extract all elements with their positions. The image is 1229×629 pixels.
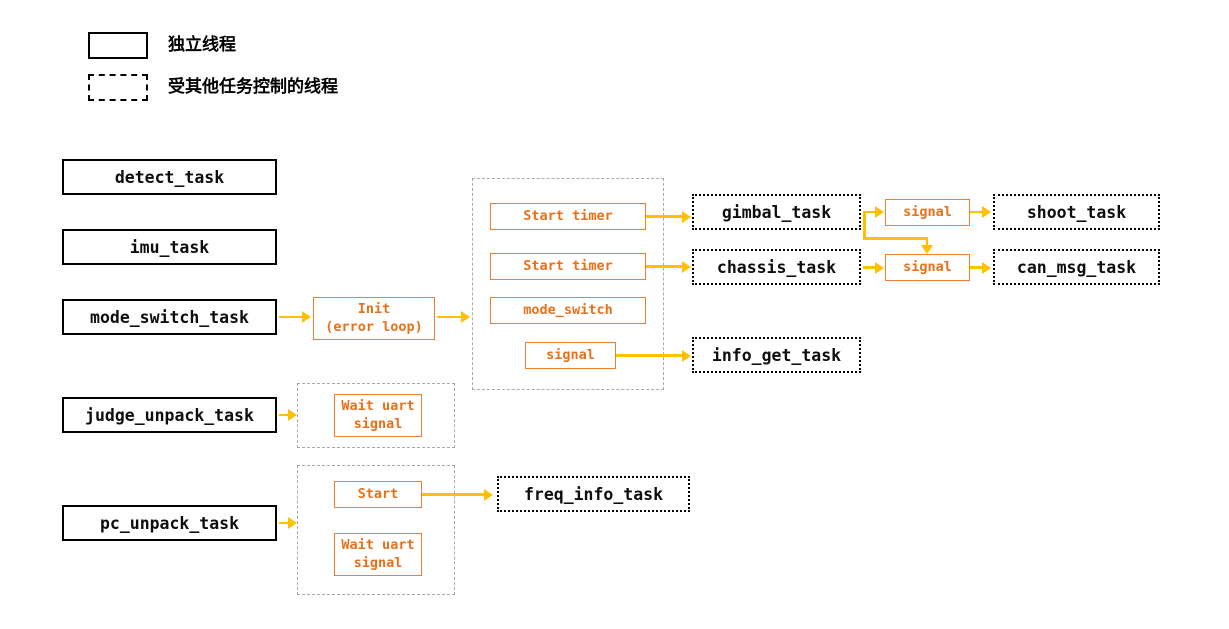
connector-gimbal-branch-across	[863, 237, 928, 240]
arrowhead-init-to-group	[461, 311, 470, 323]
step-signal-info-get[interactable]: signal	[525, 342, 616, 369]
connector-gimbal-branch-into-signal	[925, 237, 929, 247]
task-shoot[interactable]: shoot_task	[993, 194, 1160, 230]
task-can-msg[interactable]: can_msg_task	[993, 249, 1160, 285]
step-start-timer-chassis[interactable]: Start timer	[490, 253, 646, 280]
task-imu[interactable]: imu_task	[62, 229, 277, 265]
connector-init-to-group	[437, 315, 463, 319]
step-start-pc[interactable]: Start	[334, 481, 422, 508]
legend-swatch-independent-thread	[88, 32, 148, 59]
group-judge-unpack-thread	[297, 383, 455, 448]
arrowhead-start-timer-to-gimbal	[682, 210, 691, 223]
connector-start-timer-to-gimbal	[646, 215, 684, 218]
arrowhead-mode-switch-to-init	[302, 311, 311, 323]
connector-signal-to-info-get	[616, 354, 684, 357]
arrowhead-pc-unpack-to-group	[288, 517, 297, 529]
arrowhead-gimbal-to-signal	[875, 206, 884, 218]
connector-mode-switch-to-init	[279, 315, 303, 319]
connector-signal-to-can-msg	[970, 266, 984, 269]
connector-gimbal-to-signal	[863, 210, 877, 214]
legend-label-independent-thread: 独立线程	[168, 35, 236, 55]
connector-judge-unpack-to-group	[279, 413, 290, 417]
legend-swatch-controlled-thread	[88, 74, 148, 101]
connector-start-timer-to-chassis	[646, 265, 684, 268]
connector-start-to-freq-info	[422, 493, 486, 496]
step-signal-can-msg[interactable]: signal	[885, 254, 970, 281]
task-chassis[interactable]: chassis_task	[692, 249, 861, 285]
connector-pc-unpack-to-group	[279, 521, 290, 525]
arrowhead-signal-to-info-get	[682, 349, 691, 362]
arrowhead-signal-to-can-msg	[982, 261, 991, 274]
connector-signal-to-shoot	[970, 210, 984, 214]
arrowhead-gimbal-branch-to-signal	[921, 245, 933, 254]
step-wait-uart-signal-pc[interactable]: Wait uart signal	[334, 533, 422, 576]
task-info-get[interactable]: info_get_task	[692, 337, 861, 373]
step-init[interactable]: Init (error loop)	[313, 297, 435, 340]
step-start-timer-gimbal[interactable]: Start timer	[490, 203, 646, 230]
task-mode-switch[interactable]: mode_switch_task	[62, 299, 277, 335]
arrowhead-signal-to-shoot	[982, 206, 991, 218]
connector-chassis-to-signal	[863, 266, 877, 269]
legend: 独立线程 受其他任务控制的线程	[88, 32, 508, 102]
group-init-thread	[472, 178, 664, 390]
arrowhead-chassis-to-signal	[875, 261, 884, 274]
task-gimbal[interactable]: gimbal_task	[692, 194, 861, 230]
legend-label-controlled-thread: 受其他任务控制的线程	[168, 77, 338, 97]
connector-gimbal-branch-down	[863, 210, 866, 240]
step-mode-switch[interactable]: mode_switch	[490, 297, 646, 324]
group-pc-unpack-thread	[297, 465, 455, 595]
task-freq-info[interactable]: freq_info_task	[497, 476, 690, 512]
step-wait-uart-signal-judge[interactable]: Wait uart signal	[334, 394, 422, 437]
task-pc-unpack[interactable]: pc_unpack_task	[62, 505, 277, 541]
task-judge-unpack[interactable]: judge_unpack_task	[62, 397, 277, 433]
arrowhead-start-to-freq-info	[484, 488, 493, 501]
arrowhead-start-timer-to-chassis	[682, 260, 691, 273]
step-signal-shoot[interactable]: signal	[885, 199, 970, 226]
task-detect[interactable]: detect_task	[62, 159, 277, 195]
arrowhead-judge-unpack-to-group	[288, 409, 297, 421]
